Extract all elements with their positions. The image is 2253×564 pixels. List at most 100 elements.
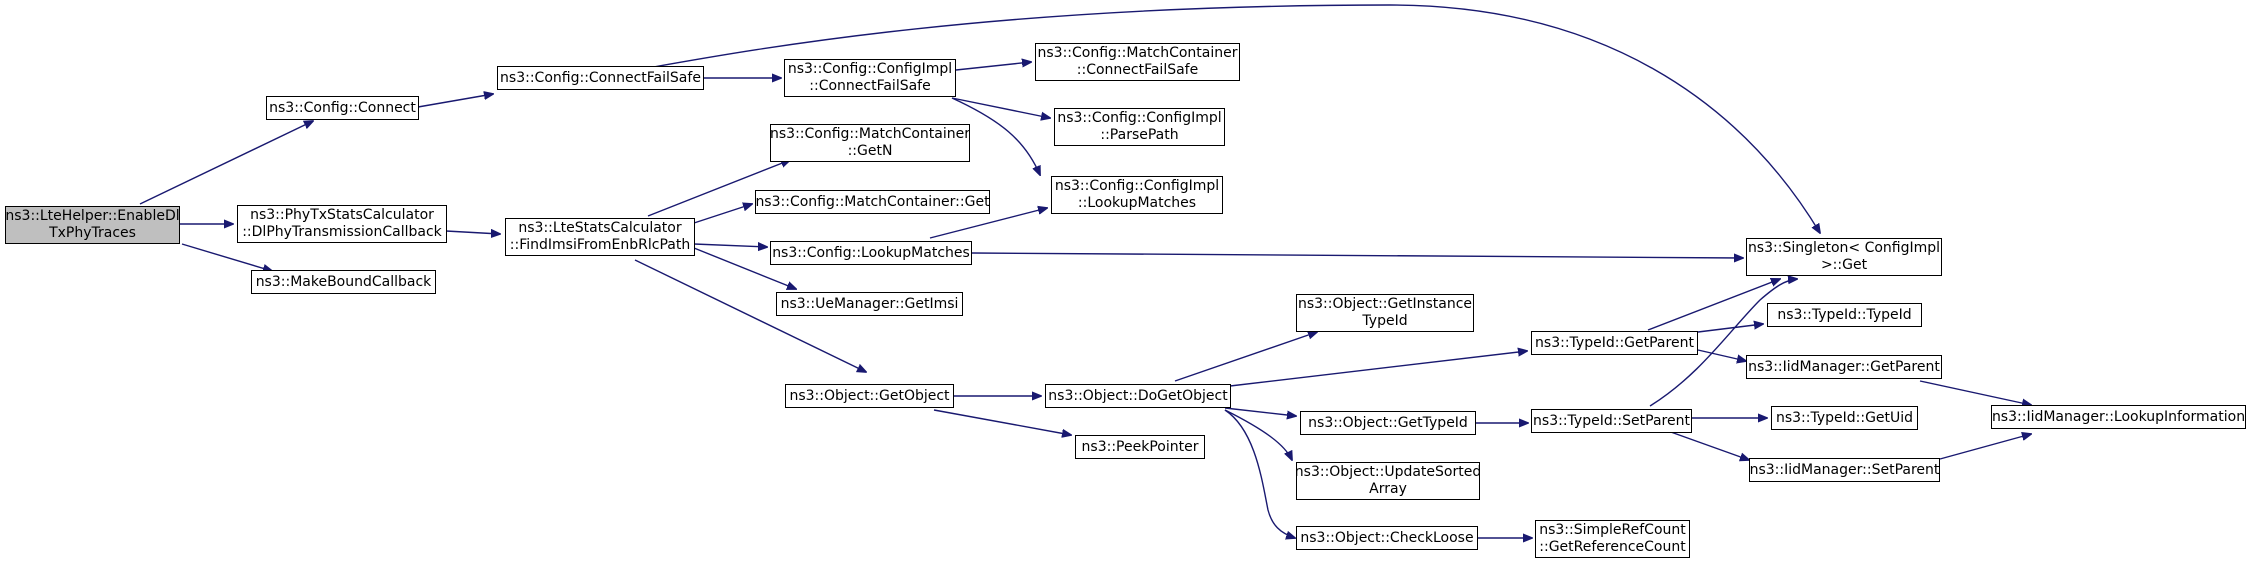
node-label-line: ns3::Config::LookupMatches <box>772 244 970 261</box>
node-object-update-sorted-array[interactable]: ns3::Object::UpdateSorted Array <box>1294 462 1482 500</box>
edge <box>1697 349 1746 361</box>
node-match-container-get[interactable]: ns3::Config::MatchContainer::Get <box>755 190 990 214</box>
edge <box>693 244 767 247</box>
edge <box>971 252 1743 258</box>
edge <box>1649 279 1797 407</box>
node-object-getinstance-typeid[interactable]: ns3::Object::GetInstance TypeId <box>1296 294 1474 332</box>
node-label-line: ns3::SimpleRefCount <box>1539 522 1686 538</box>
node-object-getobject[interactable]: ns3::Object::GetObject <box>785 384 954 408</box>
edge <box>951 97 1050 118</box>
edge <box>1229 351 1527 387</box>
node-typeid-getuid[interactable]: ns3::TypeId::GetUid <box>1771 406 1918 430</box>
node-typeid-typeid[interactable]: ns3::TypeId::TypeId <box>1767 303 1922 327</box>
node-dl-phy-transmission-callback[interactable]: ns3::PhyTxStatsCalculator ::DlPhyTransmi… <box>237 205 447 243</box>
edge <box>647 4 1820 233</box>
node-label-line: ns3::LteHelper::EnableDl <box>5 208 180 224</box>
node-make-bound-callback[interactable]: ns3::MakeBoundCallback <box>251 270 436 294</box>
edge <box>1174 332 1317 382</box>
node-simple-refcount-get-reference-count[interactable]: ns3::SimpleRefCount ::GetReferenceCount <box>1535 520 1690 558</box>
node-label-line: ns3::TypeId::SetParent <box>1533 412 1690 429</box>
node-label-line: ::ParsePath <box>1100 127 1179 143</box>
edge <box>1667 430 1749 460</box>
node-config-lookup-matches[interactable]: ns3::Config::LookupMatches <box>770 241 972 265</box>
node-label-line: ns3::Object::GetObject <box>789 387 950 404</box>
edge <box>647 160 790 217</box>
node-label-line: ns3::PhyTxStatsCalculator <box>250 207 434 223</box>
node-label-line: ns3::PeekPointer <box>1081 438 1199 455</box>
node-iidmanager-setparent[interactable]: ns3::IidManager::SetParent <box>1749 458 1940 482</box>
edge <box>139 121 313 205</box>
edge <box>1697 324 1763 333</box>
edge <box>181 243 272 271</box>
node-label-line: ns3::Config::ConfigImpl <box>787 61 953 77</box>
node-label-line: TypeId <box>1362 313 1408 329</box>
edge <box>933 409 1071 435</box>
edge <box>1939 434 2031 460</box>
node-label-line: ns3::LteStatsCalculator <box>518 220 682 236</box>
node-object-dogetobject[interactable]: ns3::Object::DoGetObject <box>1045 384 1231 408</box>
node-label-line: ns3::TypeId::GetParent <box>1535 334 1694 351</box>
node-iidmanager-lookup-information[interactable]: ns3::IidManager::LookupInformation <box>1991 405 2246 429</box>
node-object-checkloose[interactable]: ns3::Object::CheckLoose <box>1296 526 1478 550</box>
edge <box>417 94 493 108</box>
node-config-connect-fail-safe[interactable]: ns3::Config::ConnectFailSafe <box>497 66 704 90</box>
node-typeid-setparent[interactable]: ns3::TypeId::SetParent <box>1531 409 1692 433</box>
node-label-line: ns3::Config::ConfigImpl <box>1054 178 1220 194</box>
node-configimpl-connect-fail-safe[interactable]: ns3::Config::ConfigImpl ::ConnectFailSaf… <box>784 59 956 97</box>
node-label-line: ns3::Object::UpdateSorted <box>1294 464 1482 480</box>
node-match-container-connect-fail-safe[interactable]: ns3::Config::MatchContainer ::ConnectFai… <box>1035 43 1240 81</box>
node-label-line: ns3::Config::MatchContainer <box>770 126 970 142</box>
node-label-line: ns3::TypeId::TypeId <box>1777 306 1912 323</box>
node-label-line: ns3::Config::ConfigImpl <box>1057 110 1222 126</box>
node-object-gettypeid[interactable]: ns3::Object::GetTypeId <box>1300 411 1476 435</box>
node-uemanager-getimsi[interactable]: ns3::UeManager::GetImsi <box>776 292 963 316</box>
node-label-line: ::ConnectFailSafe <box>1076 62 1199 78</box>
edge <box>1919 380 2031 405</box>
node-label-line: ::GetReferenceCount <box>1539 539 1686 555</box>
node-enable-dl-tx-phy-traces[interactable]: ns3::LteHelper::EnableDl TxPhyTraces <box>5 206 180 244</box>
node-label-line: ns3::Config::ConnectFailSafe <box>500 69 701 86</box>
node-label-line: TxPhyTraces <box>49 225 136 241</box>
edge <box>693 204 752 224</box>
node-configimpl-parsepath[interactable]: ns3::Config::ConfigImpl ::ParsePath <box>1054 108 1225 146</box>
node-label-line: ns3::Object::GetInstance <box>1297 296 1473 312</box>
node-label-line: ns3::Config::MatchContainer::Get <box>755 193 990 210</box>
edge <box>1647 279 1780 331</box>
edge <box>1224 409 1295 538</box>
edge <box>1224 409 1292 460</box>
node-label-line: ns3::Object::GetTypeId <box>1308 414 1468 431</box>
node-label-line: ::DlPhyTransmissionCallback <box>242 224 442 240</box>
node-label-line: ns3::Object::DoGetObject <box>1048 387 1228 404</box>
node-label-line: ns3::Config::MatchContainer <box>1037 45 1238 61</box>
node-config-connect[interactable]: ns3::Config::Connect <box>266 96 419 120</box>
node-label-line: ns3::Singleton< ConfigImpl <box>1747 240 1941 256</box>
node-label-line: ns3::IidManager::LookupInformation <box>1991 408 2246 425</box>
edge <box>693 247 796 289</box>
edge <box>929 208 1047 239</box>
node-label-line: ns3::Config::Connect <box>269 99 416 116</box>
edge <box>445 231 500 234</box>
node-label-line: ::GetN <box>847 143 893 159</box>
node-label-line: ns3::Object::CheckLoose <box>1300 529 1474 546</box>
node-label-line: ::ConnectFailSafe <box>809 78 931 94</box>
node-label-line: ns3::TypeId::GetUid <box>1775 409 1914 426</box>
node-label-line: ns3::UeManager::GetImsi <box>780 295 959 312</box>
node-label-line: Array <box>1369 481 1407 497</box>
edge <box>951 97 1040 175</box>
node-label-line: ns3::MakeBoundCallback <box>255 273 432 290</box>
node-label-line: ns3::IidManager::SetParent <box>1749 461 1940 478</box>
node-singleton-configimpl-get[interactable]: ns3::Singleton< ConfigImpl >::Get <box>1746 238 1942 276</box>
node-label-line: ::LookupMatches <box>1077 195 1197 211</box>
node-peek-pointer[interactable]: ns3::PeekPointer <box>1075 435 1205 459</box>
node-typeid-getparent[interactable]: ns3::TypeId::GetParent <box>1531 331 1698 355</box>
node-match-container-getn[interactable]: ns3::Config::MatchContainer ::GetN <box>770 124 970 162</box>
edge <box>955 62 1031 71</box>
node-configimpl-lookup-matches[interactable]: ns3::Config::ConfigImpl ::LookupMatches <box>1051 176 1223 214</box>
node-find-imsi-from-enb-rlc-path[interactable]: ns3::LteStatsCalculator ::FindImsiFromEn… <box>505 218 695 256</box>
node-label-line: >::Get <box>1820 257 1868 273</box>
node-iidmanager-getparent[interactable]: ns3::IidManager::GetParent <box>1746 355 1942 379</box>
edge <box>634 259 866 372</box>
node-label-line: ns3::IidManager::GetParent <box>1748 358 1940 375</box>
node-label-line: ::FindImsiFromEnbRlcPath <box>509 237 691 253</box>
